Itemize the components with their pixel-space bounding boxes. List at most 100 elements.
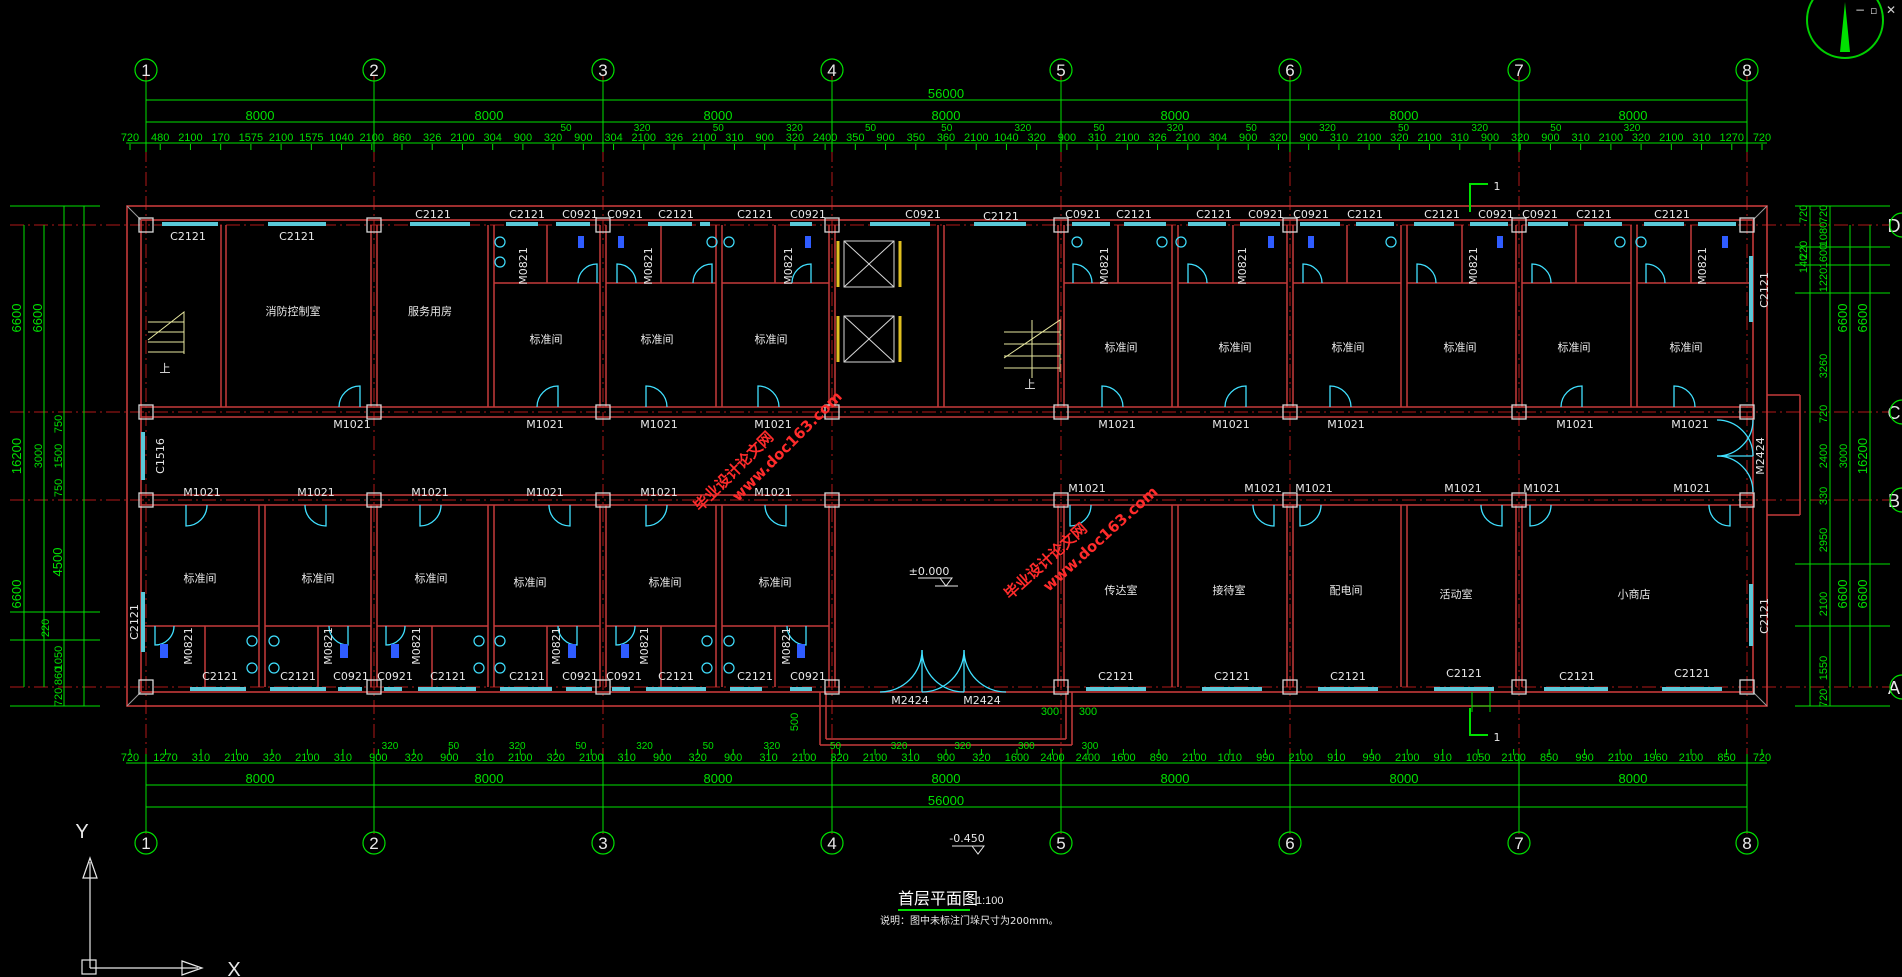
top-detail-dim: 2100 [692, 132, 716, 144]
bottom-detail-dim: 900 [440, 752, 458, 764]
top-detail-dim: 2100 [269, 132, 293, 144]
window-tag: C2121 [1196, 208, 1232, 221]
window-tag: C0921 [1522, 208, 1558, 221]
top-detail-dim: 900 [1058, 132, 1076, 144]
axis-bubble-3: 3 [591, 58, 615, 82]
window-tag: C2121 [1116, 208, 1152, 221]
window-tag: C2121 [658, 208, 694, 221]
bay-dim: 8000 [246, 771, 275, 786]
axis-label: 3 [598, 61, 607, 80]
axis-bubble-8: 8 [1735, 831, 1759, 855]
door-tag: M0821 [782, 247, 795, 285]
top-detail-dim: 2100 [178, 132, 202, 144]
bay-dim: 8000 [1161, 771, 1190, 786]
top-small-dim: 320 [786, 123, 803, 134]
bottom-detail-dim: 910 [1327, 752, 1345, 764]
section-mark-bottom: 1 [1469, 708, 1501, 744]
right-dim: 720 [1798, 205, 1810, 223]
top-detail-dim: 320 [1390, 132, 1408, 144]
top-detail-dim: 310 [1571, 132, 1589, 144]
axis-bubble-8: 8 [1735, 58, 1759, 82]
overall-dim-top: 56000 [928, 86, 964, 101]
bottom-detail-dim: 2100 [295, 752, 319, 764]
restore-icon[interactable]: ▫ [1870, 4, 1877, 17]
door-tag: M1021 [1098, 418, 1136, 431]
bottom-detail-dim: 1600 [1111, 752, 1135, 764]
outer-walls-grey [126, 205, 1768, 707]
left-dim: 6600 [9, 580, 24, 609]
window-tag: C2121 [737, 208, 773, 221]
top-detail-dim: 2400 [813, 132, 837, 144]
bottom-detail-dim: 2100 [1501, 752, 1525, 764]
right-dim: 2100 [1818, 592, 1830, 616]
door-tag: M1021 [1068, 482, 1106, 495]
axis-bubble-3: 3 [591, 831, 615, 855]
left-dim: 220 [40, 619, 52, 637]
top-detail-dim: 900 [1239, 132, 1257, 144]
window-tag: C2121 [202, 670, 238, 683]
top-detail-dim: 2100 [1357, 132, 1381, 144]
top-small-dim: 320 [1015, 123, 1032, 134]
bottom-small-dim: 50 [703, 741, 715, 752]
section-mark-number: 1 [1494, 180, 1501, 193]
door-tag: M1021 [183, 486, 221, 499]
axis-label: 5 [1056, 834, 1065, 853]
door-tag: M1021 [1671, 418, 1709, 431]
top-small-dim: 50 [1093, 123, 1105, 134]
top-small-dim: 320 [1167, 123, 1184, 134]
bay-dim: 8000 [1390, 108, 1419, 123]
door-tag: M1021 [1327, 418, 1365, 431]
axis-label: 2 [369, 834, 378, 853]
door-tag: M1021 [640, 486, 678, 499]
top-detail-dim: 1040 [329, 132, 353, 144]
axis-label: 1 [141, 834, 150, 853]
top-detail-dim: 1575 [239, 132, 263, 144]
door-tag: M1021 [297, 486, 335, 499]
window-tag: C2121 [983, 210, 1019, 223]
window-tag: C2121 [658, 670, 694, 683]
door-tag: M1021 [1523, 482, 1561, 495]
window-tag: C0921 [1478, 208, 1514, 221]
stair-up-label: 上 [160, 362, 171, 375]
bottom-detail-dim: 310 [618, 752, 636, 764]
bottom-detail-dim: 850 [1717, 752, 1735, 764]
door-tag: M1021 [640, 418, 678, 431]
bottom-detail-dim: 2100 [224, 752, 248, 764]
window-tag: C0921 [607, 208, 643, 221]
room-standard: 标准间 [649, 575, 682, 589]
top-detail-dim: 900 [574, 132, 592, 144]
doors [154, 263, 1754, 693]
axis-label: 6 [1285, 61, 1294, 80]
left-dim: 4500 [50, 548, 65, 577]
title-note: 说明：图中未标注门垛尺寸为200mm。 [880, 914, 1059, 927]
room-standard: 标准间 [1444, 340, 1477, 354]
close-icon[interactable]: ✕ [1886, 3, 1896, 17]
window-tag: C2121 [737, 670, 773, 683]
viewcube-compass[interactable] [1806, 0, 1884, 59]
top-detail-dim: 1270 [1720, 132, 1744, 144]
room-power: 配电间 [1330, 584, 1363, 597]
dimension-ticks [145, 92, 1748, 815]
top-detail-dim: 2100 [632, 132, 656, 144]
bottom-detail-dim: 720 [121, 752, 139, 764]
minimize-icon[interactable]: − [1855, 3, 1865, 17]
axis-label: 3 [598, 834, 607, 853]
window-tag: C2121 [1424, 208, 1460, 221]
room-standard: 标准间 [415, 571, 448, 585]
door-tag: M1021 [333, 418, 371, 431]
top-detail-dim: 900 [876, 132, 894, 144]
top-detail-dim: 326 [423, 132, 441, 144]
top-small-dim: 320 [1624, 123, 1641, 134]
room-activity: 活动室 [1440, 587, 1473, 601]
door-tag: M2424 [891, 694, 929, 707]
top-detail-dim: 900 [1481, 132, 1499, 144]
window-controls[interactable]: − ▫ ✕ [1855, 3, 1896, 17]
bottom-detail-dim: 2100 [508, 752, 532, 764]
windows [141, 222, 1753, 691]
axis-label: 7 [1514, 61, 1523, 80]
bottom-detail-dim: 310 [334, 752, 352, 764]
right-dim: 720 [1818, 205, 1830, 223]
door-tag: M0821 [642, 247, 655, 285]
bottom-detail-dim: 2100 [792, 752, 816, 764]
